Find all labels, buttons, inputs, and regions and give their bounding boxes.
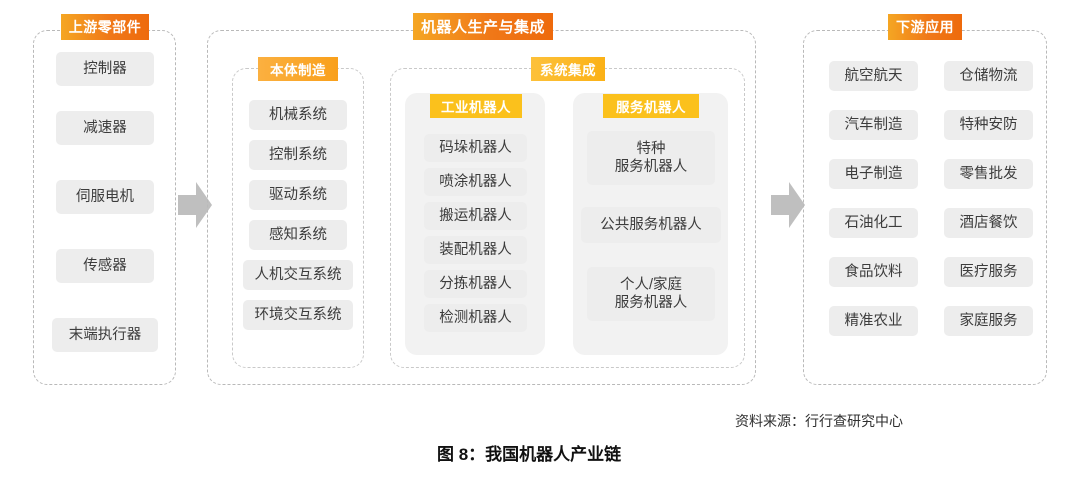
upstream-item-3: 传感器 [56,249,154,283]
arrow-downstream-right-icon [771,182,805,228]
upstream-item-1: 减速器 [56,111,154,145]
downstream-item-0-4: 食品饮料 [829,257,918,287]
downstream-item-1-1: 特种安防 [944,110,1033,140]
body-manufacturing-item-5: 环境交互系统 [243,300,353,330]
body-manufacturing-title-badge: 本体制造 [258,57,338,81]
downstream-item-1-5: 家庭服务 [944,306,1033,336]
downstream-item-0-5: 精准农业 [829,306,918,336]
downstream-item-1-0: 仓储物流 [944,61,1033,91]
upstream-item-4: 末端执行器 [52,318,158,352]
industrial-robot-item-2: 搬运机器人 [424,202,527,230]
industrial-robot-item-3: 装配机器人 [424,236,527,264]
arrow-midstream-right-icon [178,182,212,228]
downstream-item-1-3: 酒店餐饮 [944,208,1033,238]
downstream-item-1-2: 零售批发 [944,159,1033,189]
industrial-robot-item-5: 检测机器人 [424,304,527,332]
midstream-title-badge: 机器人生产与集成 [413,13,553,40]
body-manufacturing-item-0: 机械系统 [249,100,347,130]
figure-source: 资料来源：行行查研究中心 [735,413,903,429]
service-robots-title-badge: 服务机器人 [603,94,699,118]
service-robot-item-1: 公共服务机器人 [581,207,721,243]
upstream-item-2: 伺服电机 [56,180,154,214]
industrial-robot-item-0: 码垛机器人 [424,134,527,162]
downstream-item-0-1: 汽车制造 [829,110,918,140]
figure-caption: 图 8：我国机器人产业链 [437,445,622,464]
downstream-item-1-4: 医疗服务 [944,257,1033,287]
industrial-robots-title-badge: 工业机器人 [430,94,522,118]
downstream-item-0-2: 电子制造 [829,159,918,189]
downstream-title-badge: 下游应用 [888,14,962,40]
body-manufacturing-item-1: 控制系统 [249,140,347,170]
body-manufacturing-item-4: 人机交互系统 [243,260,353,290]
upstream-title-badge: 上游零部件 [61,14,149,40]
industrial-robot-item-1: 喷涂机器人 [424,168,527,196]
downstream-item-0-0: 航空航天 [829,61,918,91]
system-integration-title-badge: 系统集成 [531,57,605,81]
body-manufacturing-item-3: 感知系统 [249,220,347,250]
body-manufacturing-item-2: 驱动系统 [249,180,347,210]
downstream-item-0-3: 石油化工 [829,208,918,238]
industrial-robot-item-4: 分拣机器人 [424,270,527,298]
service-robot-item-0: 特种 服务机器人 [587,131,715,185]
upstream-item-0: 控制器 [56,52,154,86]
service-robot-item-2: 个人/家庭 服务机器人 [587,267,715,321]
